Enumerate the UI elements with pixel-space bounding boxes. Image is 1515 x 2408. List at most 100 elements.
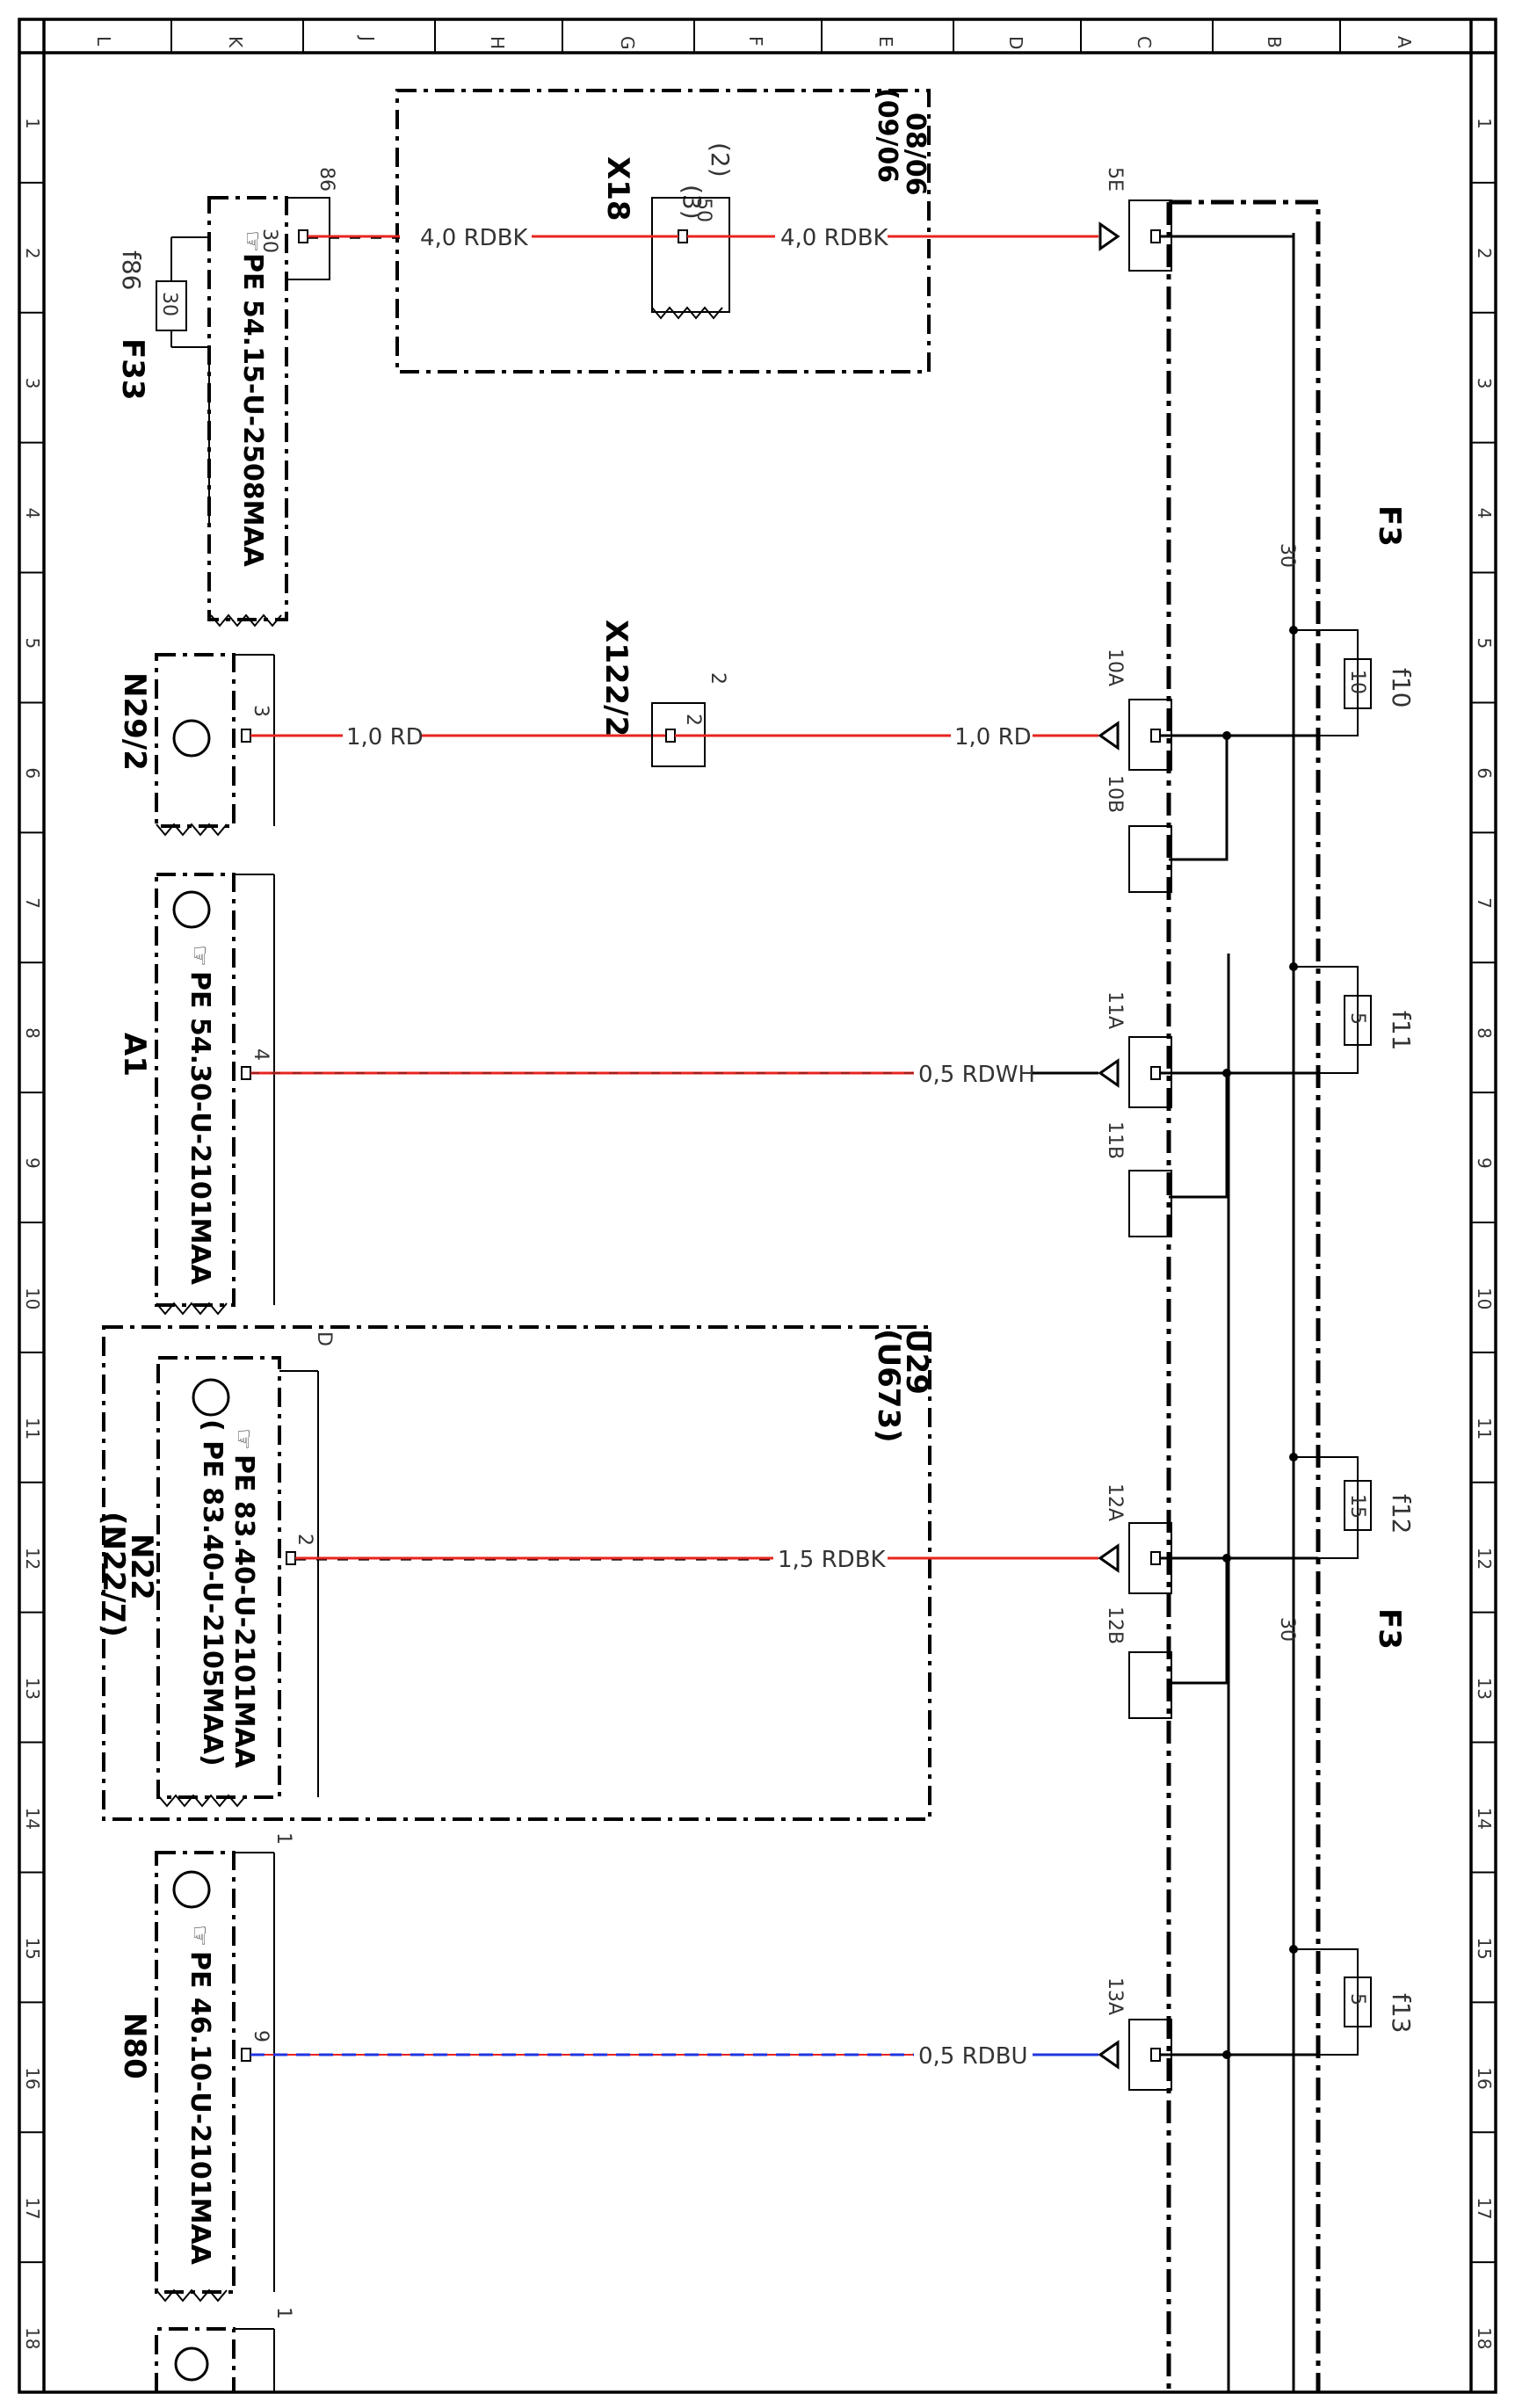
col-letter: G xyxy=(617,36,638,50)
row-number: 11 xyxy=(22,1418,43,1440)
fuse-block-label: F3 xyxy=(1372,1608,1407,1650)
n22-label: N22 xyxy=(124,1534,159,1600)
x18-pin: 50 xyxy=(692,198,714,222)
row-number: 12 xyxy=(22,1548,43,1570)
row-number: 17 xyxy=(1474,2197,1495,2219)
terminal-label: 13A xyxy=(1104,1977,1126,2015)
column-dividers xyxy=(170,19,1341,53)
transistor-icon xyxy=(172,719,211,758)
x18-alt-top: (2) xyxy=(706,142,735,178)
a1-label: A1 xyxy=(117,1033,152,1077)
x18-box xyxy=(395,89,931,374)
row-number: 13 xyxy=(1474,1678,1495,1700)
row-number: 12 xyxy=(1474,1548,1495,1570)
row-number: 6 xyxy=(1474,767,1495,779)
x122-pin-inner: 2 xyxy=(682,714,704,726)
terminal-arrow-icon xyxy=(1098,721,1120,751)
fuse-label: f13 xyxy=(1387,1993,1416,2034)
fuse-value: 5 xyxy=(1346,1993,1368,2005)
row-number: 18 xyxy=(1474,2327,1495,2349)
bus-label: 30 xyxy=(1276,1617,1298,1642)
terminal-label: 11B xyxy=(1104,1121,1126,1159)
f33-pe-ref: PE 54.15-U-2508MAA xyxy=(237,253,268,568)
fuse-label: f10 xyxy=(1387,668,1416,708)
n80-pin-1: 1 xyxy=(272,1832,294,1845)
circuit-10A: N29/2 3 1,0 RD X122/2 2 2 1,0 RD 10A 10B… xyxy=(117,620,1416,893)
row-number: 14 xyxy=(22,1808,43,1830)
wire-label: 1,5 RDBK xyxy=(778,1547,887,1573)
u29-pin-d: D xyxy=(313,1331,335,1346)
row-number: 2 xyxy=(22,248,43,259)
circuit-12A: U29 (U673) D PE 83.40-U-2101MAA ☞ ( PE 8… xyxy=(96,1325,1416,1821)
row-number: 18 xyxy=(22,2327,43,2349)
terminal-label: 11A xyxy=(1104,991,1126,1029)
fuse-label: f12 xyxy=(1387,1494,1416,1534)
row-number: 10 xyxy=(22,1287,43,1309)
terminal-12B xyxy=(1128,1651,1172,1719)
transistor-icon xyxy=(192,1378,230,1417)
col-letter: B xyxy=(1264,36,1285,48)
f13-fuse-icon xyxy=(1344,1976,1372,2027)
row-number: 16 xyxy=(22,2067,43,2089)
connector-pin-icon xyxy=(678,229,688,243)
x18-label: X18 xyxy=(600,156,635,221)
col-letter: K xyxy=(225,36,246,48)
terminal-10B xyxy=(1128,825,1172,893)
terminal-arrow-icon xyxy=(1098,1543,1120,1573)
f33-pin-86: 86 xyxy=(315,167,337,192)
wire-label: 0,5 RDBU xyxy=(918,2043,1028,2070)
hand-pointer-icon: ☞ xyxy=(185,1925,214,1947)
row-number: 14 xyxy=(1474,1808,1495,1830)
column-letters: L K J H G F E D C B A xyxy=(93,34,1415,50)
row-number: 11 xyxy=(1474,1418,1495,1440)
circuit-5E: 30 f86 F33 86 30 PE 54.15-U-2508MAA ☞ X1… xyxy=(115,88,1294,627)
terminal-label: 12B xyxy=(1104,1607,1126,1644)
terminal-label: 10B xyxy=(1104,775,1126,813)
row-number: 7 xyxy=(1474,897,1495,909)
terminal-11B xyxy=(1128,1170,1172,1237)
a1-module xyxy=(155,873,236,1307)
a1-pe-ref: PE 54.30-U-2101MAA xyxy=(185,971,215,1286)
x18-alt-bottom: (3) xyxy=(678,185,707,220)
row-number: 10 xyxy=(1474,1287,1495,1309)
transistor-icon xyxy=(174,2346,209,2382)
n80-pe-ref: PE 46.10-U-2101MAA xyxy=(185,1951,215,2266)
row-dividers xyxy=(19,181,1496,2264)
transistor-icon xyxy=(172,890,211,929)
pin-4: 4 xyxy=(250,1048,272,1061)
circuit-11A: PE 54.30-U-2101MAA ☞ A1 4 0,5 RDWH 11A 1… xyxy=(117,873,1416,1316)
fuse-value: 15 xyxy=(1346,1494,1368,1519)
bottom-partial-module: 1 xyxy=(155,2307,294,2392)
col-letter: D xyxy=(1005,36,1026,49)
n22-pe-ref: PE 83.40-U-2101MAA xyxy=(228,1454,259,1769)
wire-label: 4,0 RDBK xyxy=(420,225,529,251)
f10-fuse-icon xyxy=(1344,658,1372,709)
n80-module xyxy=(155,1851,236,2294)
wire-label: 4,0 RDBK xyxy=(780,225,889,251)
terminal-arrow-icon xyxy=(1098,1058,1120,1088)
x122-label: X122/2 xyxy=(598,620,634,736)
col-letter: H xyxy=(487,36,508,49)
u29-label-alt: (U673) xyxy=(871,1329,906,1443)
row-number: 4 xyxy=(22,508,43,519)
row-number: 8 xyxy=(1474,1027,1495,1039)
fuse-block-enclosure xyxy=(1169,199,1321,2392)
f33-pin-30: 30 xyxy=(258,228,280,253)
terminal-label: 5E xyxy=(1104,167,1126,192)
terminal-label: 10A xyxy=(1104,649,1126,686)
fuse-label: f11 xyxy=(1387,1011,1416,1051)
n29-module xyxy=(155,653,236,828)
hand-pointer-icon: ☞ xyxy=(238,230,267,252)
row-number: 1 xyxy=(1474,118,1495,129)
fuse-value: 5 xyxy=(1346,1012,1368,1025)
terminal-arrow-icon xyxy=(1098,2040,1120,2070)
wire-label: 1,0 RD xyxy=(954,724,1032,751)
row-number: 5 xyxy=(22,638,43,649)
col-letter: J xyxy=(357,34,378,41)
fuse-value: 10 xyxy=(1346,670,1368,694)
hand-pointer-icon: ☞ xyxy=(229,1428,258,1450)
col-letter: A xyxy=(1394,36,1415,48)
row-number: 1 xyxy=(22,118,43,129)
n29-label: N29/2 xyxy=(117,672,152,771)
